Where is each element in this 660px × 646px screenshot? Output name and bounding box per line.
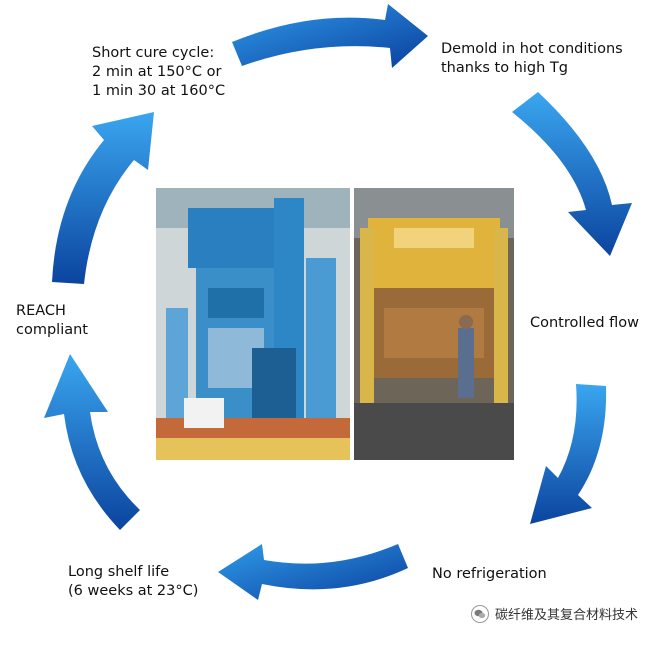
- watermark-text: 碳纤维及其复合材料技术: [494, 608, 638, 623]
- arrow-bottom: [218, 544, 408, 600]
- arrow-upper-left: [52, 112, 154, 284]
- arrow-upper-right: [512, 92, 632, 256]
- label-long-shelf-life: Long shelf life (6 weeks at 23°C): [68, 564, 199, 599]
- wechat-icon: [470, 604, 489, 623]
- arrow-top: [232, 4, 428, 68]
- label-demold-hot: Demold in hot conditions thanks to high …: [441, 41, 623, 76]
- label-short-cure-cycle: Short cure cycle: 2 min at 150°C or 1 mi…: [92, 45, 226, 99]
- watermark: 碳纤维及其复合材料技术: [470, 604, 638, 623]
- blue-press-photo: [156, 188, 350, 460]
- label-reach-compliant: REACH compliant: [16, 303, 88, 338]
- arrow-lower-right: [530, 384, 607, 524]
- yellow-press-photo: [354, 188, 514, 460]
- arrow-lower-left: [44, 354, 140, 530]
- label-controlled-flow: Controlled flow: [530, 315, 640, 331]
- label-no-refrigeration: No refrigeration: [432, 566, 547, 582]
